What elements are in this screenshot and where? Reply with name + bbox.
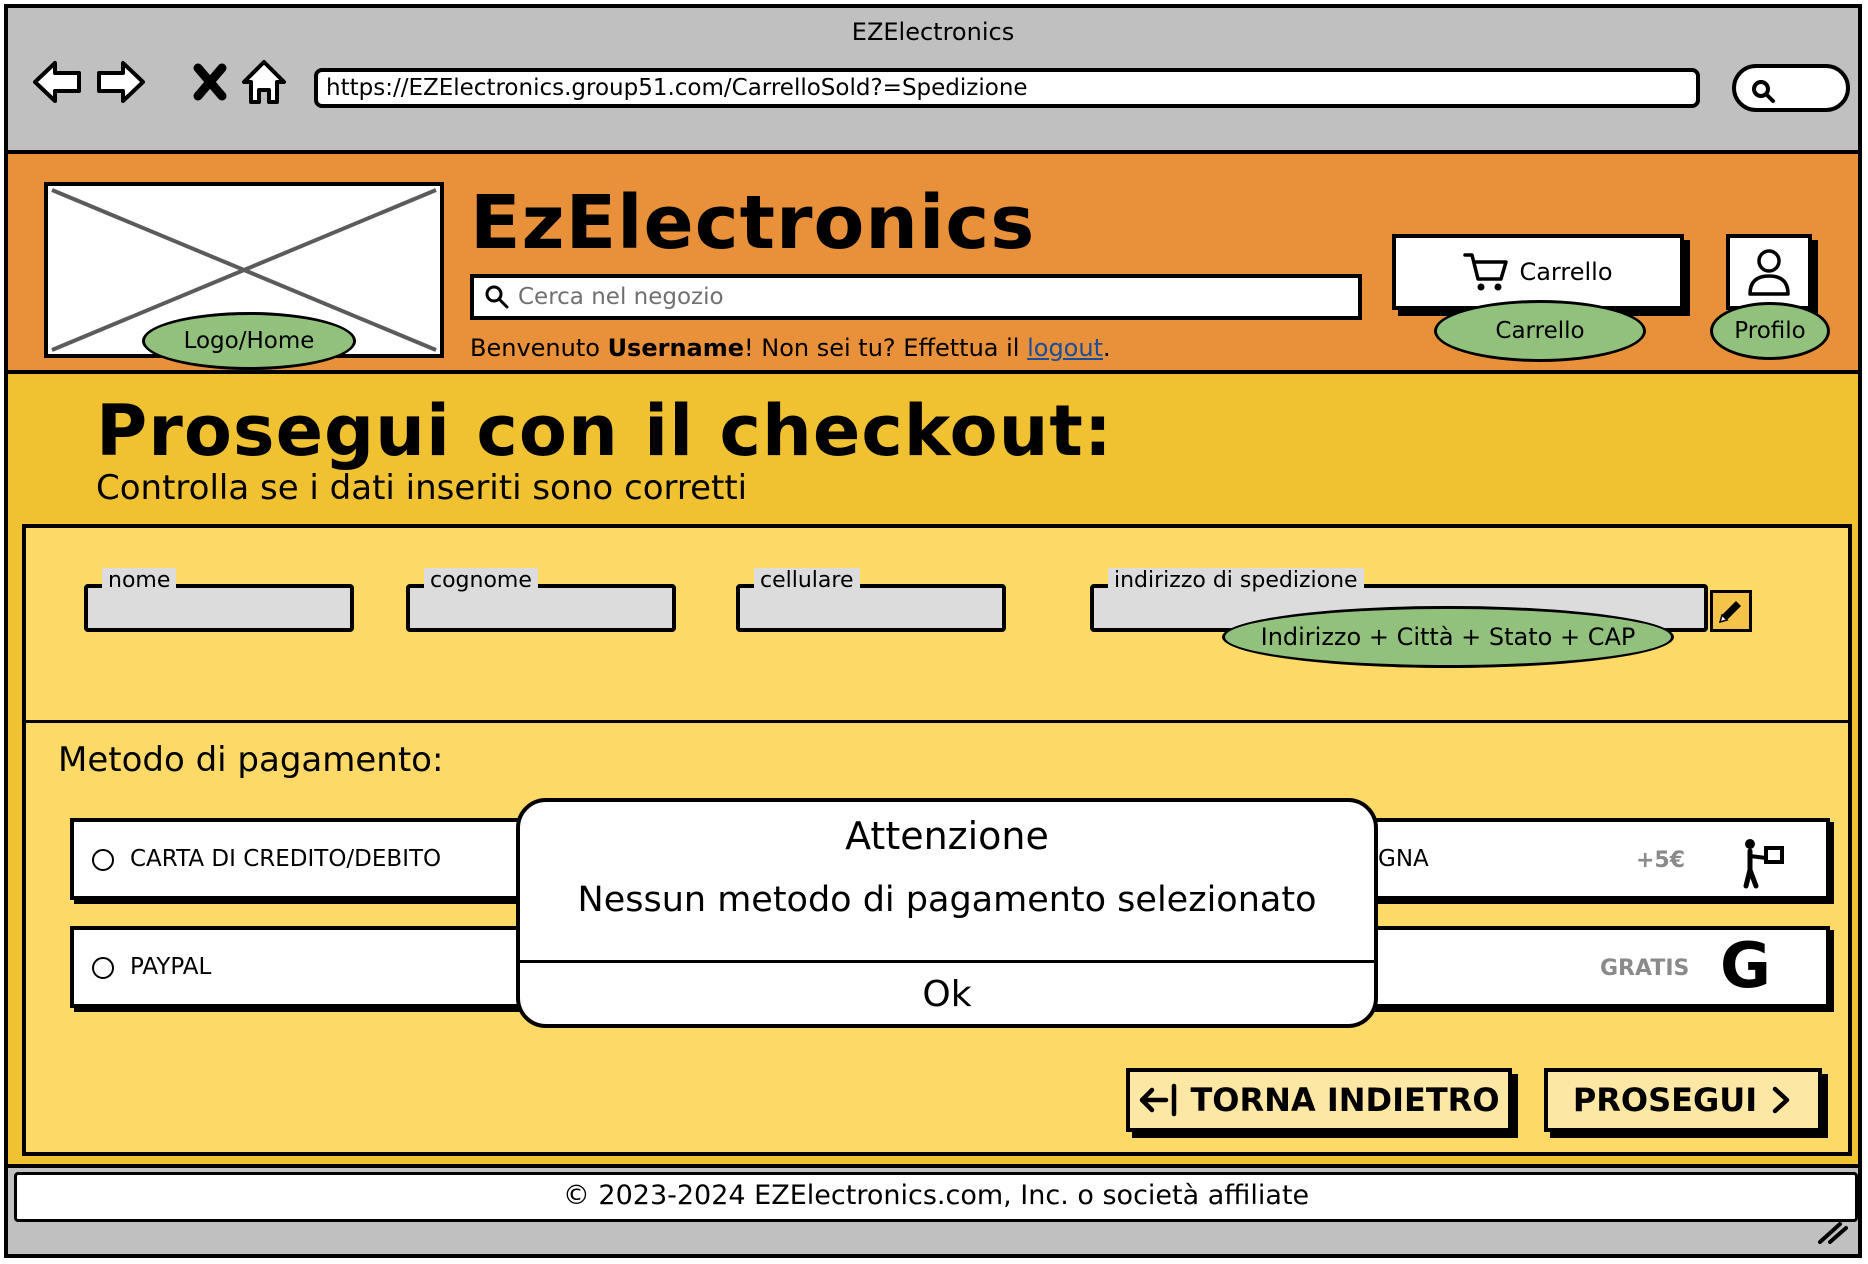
welcome-message: Benvenuto Username! Non sei tu? Effettua…: [470, 334, 1111, 362]
forward-nav-icon[interactable]: [90, 52, 150, 112]
search-icon: [485, 285, 509, 309]
back-button[interactable]: TORNA INDIETRO: [1126, 1068, 1512, 1132]
address-bar[interactable]: https://EZElectronics.group51.com/Carrel…: [314, 68, 1700, 108]
alert-dialog: Attenzione Nessun metodo di pagamento se…: [516, 798, 1378, 1028]
payment-section-title: Metodo di pagamento:: [58, 740, 444, 780]
payment-option-google[interactable]: GRATIS G: [1356, 926, 1830, 1008]
delivery-label-fragment: GNA: [1378, 846, 1429, 872]
next-button-label: PROSEGUI: [1572, 1081, 1758, 1119]
card-radio[interactable]: [92, 849, 114, 871]
card-label: CARTA DI CREDITO/DEBITO: [130, 846, 442, 872]
google-g-icon: G: [1720, 929, 1771, 1002]
chevron-right-icon: [1772, 1086, 1790, 1114]
user-icon: [1748, 249, 1790, 296]
arrow-left-bar-icon: [1140, 1083, 1177, 1117]
cellulare-label: cellulare: [754, 568, 860, 594]
paypal-radio[interactable]: [92, 957, 114, 979]
cart-icon: [1463, 253, 1509, 291]
delivery-person-icon: [1743, 839, 1784, 889]
back-nav-icon[interactable]: [28, 52, 88, 112]
search-placeholder: Cerca nel negozio: [518, 284, 724, 310]
delivery-price: +5€: [1636, 848, 1686, 873]
alert-title: Attenzione: [845, 814, 1049, 858]
checkout-main: Prosegui con il checkout: Controlla se i…: [8, 374, 1858, 1168]
pencil-icon: [1718, 601, 1741, 624]
cognome-field[interactable]: cognome: [406, 568, 676, 632]
nome-field[interactable]: nome: [84, 568, 354, 632]
payment-option-paypal[interactable]: PAYPAL: [70, 926, 550, 1008]
brand-title: EzElectronics: [470, 180, 1036, 266]
username: Username: [607, 334, 745, 362]
page-title: Prosegui con il checkout:: [96, 390, 1113, 472]
cognome-label: cognome: [424, 568, 538, 594]
cart-button[interactable]: Carrello: [1392, 234, 1684, 310]
image-placeholder-icon: [51, 188, 437, 352]
cellulare-field[interactable]: cellulare: [736, 568, 1006, 632]
search-icon: [1752, 80, 1775, 103]
payment-option-card[interactable]: CARTA DI CREDITO/DEBITO: [70, 818, 550, 900]
browser-search-field[interactable]: [1732, 64, 1850, 112]
indirizzo-annotation: Indirizzo + Città + Stato + CAP: [1222, 606, 1674, 668]
welcome-suffix: .: [1102, 334, 1111, 362]
next-button[interactable]: PROSEGUI: [1544, 1068, 1822, 1132]
alert-divider: [520, 960, 1374, 963]
stop-close-icon[interactable]: [180, 52, 240, 112]
browser-window: EZElectronics https://EZElectronics.grou…: [4, 4, 1862, 1258]
edit-address-button[interactable]: [1710, 590, 1752, 632]
cart-annotation: Carrello: [1434, 300, 1646, 362]
window-title: EZElectronics: [851, 18, 1015, 46]
paypal-label: PAYPAL: [130, 954, 212, 980]
site-footer: © 2023-2024 EZElectronics.com, Inc. o so…: [14, 1172, 1858, 1222]
welcome-mid: ! Non sei tu? Effettua il: [744, 334, 1028, 362]
alert-message: Nessun metodo di pagamento selezionato: [577, 880, 1317, 920]
resize-grip-icon[interactable]: [1816, 1218, 1848, 1246]
nome-label: nome: [102, 568, 177, 594]
back-button-label: TORNA INDIETRO: [1190, 1081, 1500, 1119]
logo-home-annotation: Logo/Home: [142, 312, 356, 370]
cart-button-label: Carrello: [1519, 258, 1613, 286]
store-search-input[interactable]: Cerca nel negozio: [470, 274, 1362, 320]
payment-option-delivery[interactable]: GNA +5€: [1356, 818, 1830, 900]
profile-annotation: Profilo: [1710, 302, 1830, 360]
section-divider: [26, 720, 1848, 723]
home-icon[interactable]: [234, 52, 294, 112]
alert-ok-button[interactable]: Ok: [922, 974, 972, 1015]
profile-button[interactable]: [1726, 234, 1812, 310]
site-header: Logo/Home EzElectronics Cerca nel negozi…: [8, 150, 1858, 374]
google-price: GRATIS: [1600, 956, 1690, 981]
indirizzo-label: indirizzo di spedizione: [1108, 568, 1364, 594]
welcome-prefix: Benvenuto: [470, 334, 608, 362]
page-subtitle: Controlla se i dati inseriti sono corret…: [96, 468, 748, 508]
logout-link[interactable]: logout: [1027, 334, 1103, 362]
